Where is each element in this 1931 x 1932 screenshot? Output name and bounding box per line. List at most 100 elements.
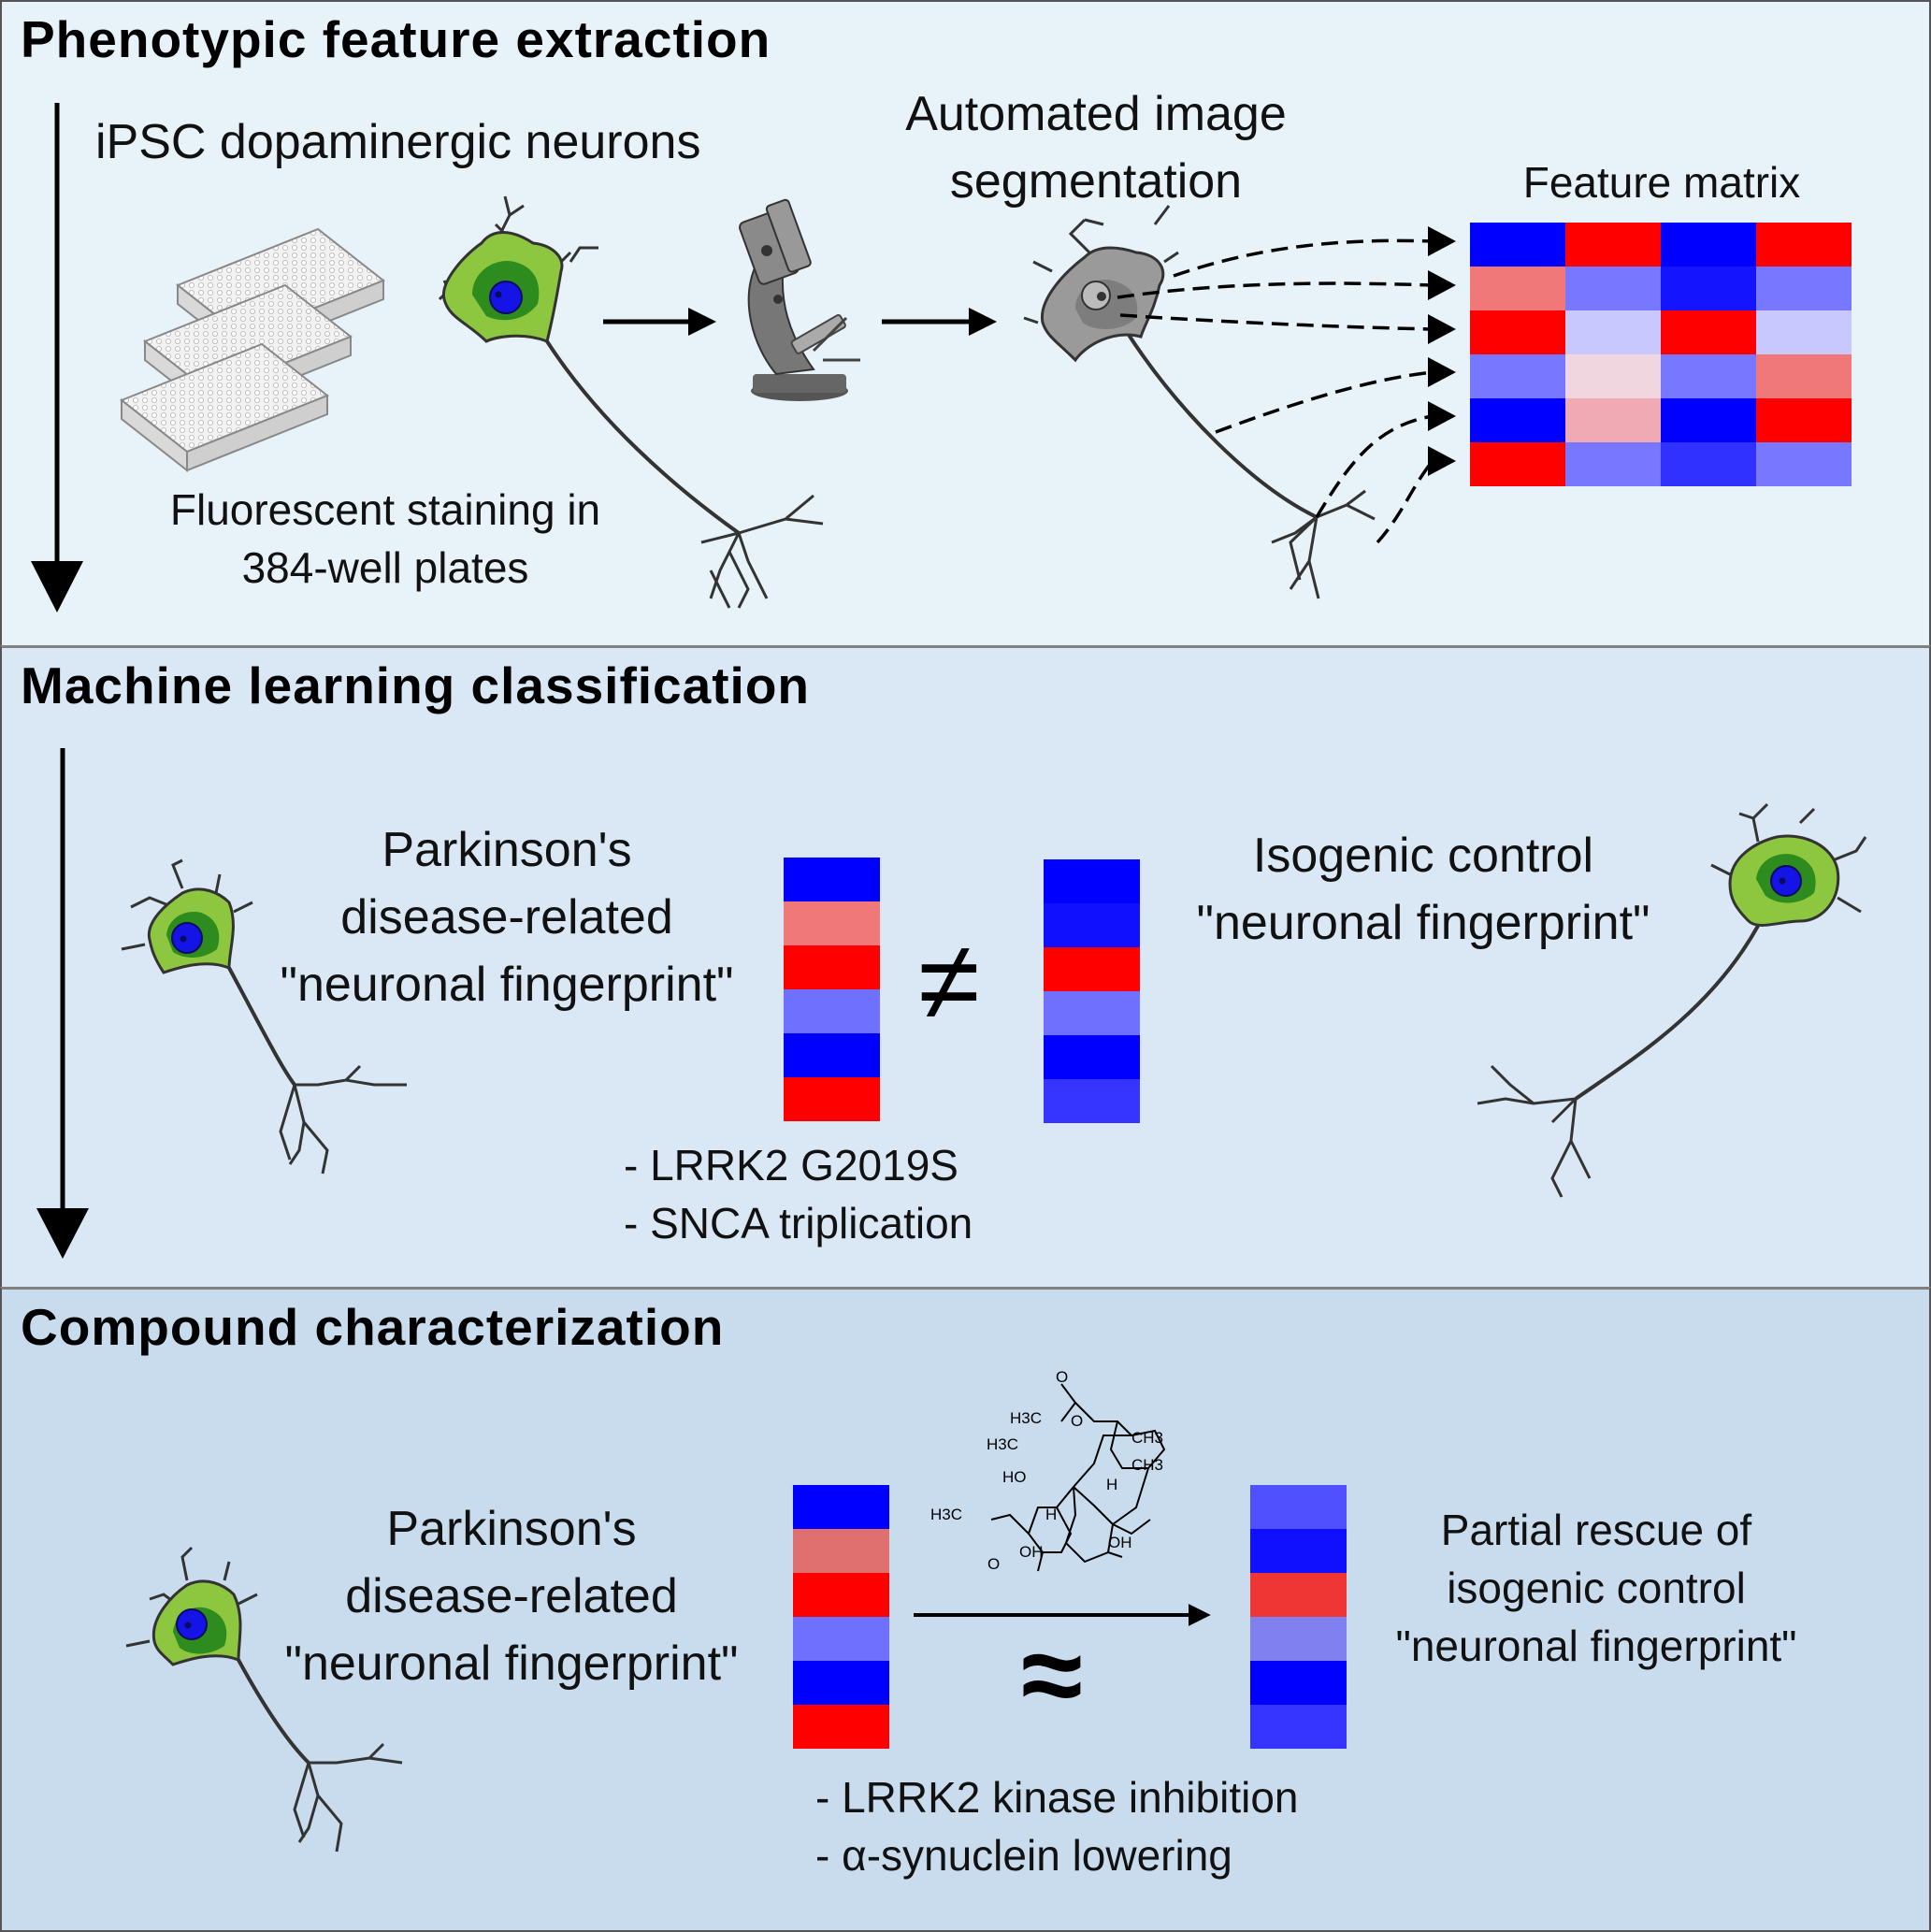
molecule-icon bbox=[990, 1383, 1166, 1572]
plate-icon bbox=[120, 227, 385, 473]
segmentation-label-line2: segmentation bbox=[949, 154, 1243, 209]
svg-text:H: H bbox=[1045, 1506, 1057, 1523]
neuron-icon bbox=[1023, 205, 1376, 599]
svg-text:H3C: H3C bbox=[1010, 1409, 1042, 1427]
feature-matrix-cell bbox=[1470, 267, 1565, 310]
panel-title: Machine learning classification bbox=[21, 656, 811, 714]
svg-text:H3C: H3C bbox=[987, 1435, 1018, 1453]
feature-matrix-cell bbox=[1756, 310, 1852, 354]
feature-matrix-cell bbox=[1661, 354, 1756, 398]
feature-matrix-cell bbox=[1756, 223, 1852, 267]
feature-matrix-cell bbox=[1565, 442, 1661, 486]
panel-title: Phenotypic feature extraction bbox=[21, 10, 771, 68]
fingerprint-cell bbox=[1250, 1573, 1347, 1617]
panel-title: Compound characterization bbox=[21, 1298, 725, 1356]
pd-fingerprint-column bbox=[793, 1485, 889, 1749]
pd-label-line1: Parkinson's bbox=[382, 823, 632, 877]
rescue-label-line2: isogenic control bbox=[1447, 1564, 1746, 1612]
fingerprint-cell bbox=[1250, 1485, 1347, 1529]
fingerprint-cell bbox=[1250, 1529, 1347, 1573]
fingerprint-cell bbox=[1044, 1035, 1140, 1079]
molecule-labels: O H3C O H3C CH3 CH3 HO H H3C H O OH OH bbox=[930, 1368, 1163, 1573]
feature-matrix-cell bbox=[1565, 354, 1661, 398]
fingerprint-cell bbox=[784, 1033, 880, 1077]
svg-text:HO: HO bbox=[1002, 1468, 1027, 1486]
pd-label-line3: "neuronal fingerprint" bbox=[280, 958, 734, 1012]
feature-matrix-cell bbox=[1565, 223, 1661, 267]
neuron-icon bbox=[1477, 802, 1867, 1198]
staining-label-line2: 384-well plates bbox=[241, 543, 529, 592]
svg-text:H3C: H3C bbox=[930, 1506, 962, 1523]
feature-matrix-cell bbox=[1565, 398, 1661, 442]
feature-matrix-cell bbox=[1661, 223, 1756, 267]
control-label-line1: Isogenic control bbox=[1252, 829, 1594, 883]
feature-matrix-cell bbox=[1661, 267, 1756, 310]
fingerprint-cell bbox=[793, 1661, 889, 1705]
feature-matrix-cell bbox=[1756, 442, 1852, 486]
fingerprint-cell bbox=[784, 858, 880, 901]
svg-text:OH: OH bbox=[1108, 1534, 1132, 1551]
fingerprint-cell bbox=[1044, 991, 1140, 1035]
feature-matrix bbox=[1470, 223, 1852, 486]
effect-synuclein-lowering: - α-synuclein lowering bbox=[815, 1831, 1232, 1880]
rescue-label-line1: Partial rescue of bbox=[1440, 1506, 1752, 1554]
feature-matrix-cell bbox=[1756, 267, 1852, 310]
pd-label-line2: disease-related bbox=[345, 1569, 678, 1623]
neurons-label: iPSC dopaminergic neurons bbox=[95, 115, 701, 169]
fingerprint-cell bbox=[1044, 903, 1140, 947]
feature-matrix-cell bbox=[1470, 310, 1565, 354]
feature-matrix-cell bbox=[1470, 398, 1565, 442]
fingerprint-cell bbox=[1044, 1079, 1140, 1123]
fingerprint-cell bbox=[784, 989, 880, 1033]
svg-text:OH: OH bbox=[1019, 1543, 1044, 1561]
fingerprint-cell bbox=[793, 1573, 889, 1617]
panel-compound: Compound characterization Parkinson's di… bbox=[0, 1287, 1931, 1932]
svg-text:O: O bbox=[1056, 1368, 1068, 1386]
rescue-label-line3: "neuronal fingerprint" bbox=[1395, 1622, 1797, 1670]
approx-sign: ≈ bbox=[1021, 1612, 1083, 1737]
flow-arrow-icon bbox=[31, 103, 83, 613]
feature-matrix-cell bbox=[1756, 354, 1852, 398]
microscope-icon bbox=[739, 198, 860, 401]
fingerprint-cell bbox=[1250, 1661, 1347, 1705]
fingerprint-cell bbox=[793, 1705, 889, 1749]
feature-matrix-cell bbox=[1470, 442, 1565, 486]
neuron-icon bbox=[121, 858, 407, 1175]
feature-matrix-cell bbox=[1661, 398, 1756, 442]
mutation-lrrk2: - LRRK2 G2019S bbox=[624, 1141, 958, 1189]
fingerprint-cell bbox=[784, 1077, 880, 1121]
feature-matrix-label: Feature matrix bbox=[1522, 158, 1801, 207]
svg-text:CH3: CH3 bbox=[1131, 1429, 1163, 1447]
neuron-icon bbox=[438, 195, 824, 609]
feature-matrix-cell bbox=[1661, 442, 1756, 486]
staining-label-line1: Fluorescent staining in bbox=[169, 485, 601, 534]
neuron-icon bbox=[125, 1546, 403, 1853]
feature-matrix-cell bbox=[1661, 310, 1756, 354]
feature-matrix-cell bbox=[1470, 223, 1565, 267]
pd-label-line2: disease-related bbox=[340, 890, 673, 944]
svg-text:O: O bbox=[987, 1555, 1000, 1573]
mutation-snca: - SNCA triplication bbox=[624, 1199, 973, 1247]
panel-classification: Machine learning classification Parkinso… bbox=[0, 645, 1931, 1290]
svg-text:CH3: CH3 bbox=[1131, 1456, 1163, 1474]
fingerprint-cell bbox=[784, 901, 880, 945]
arrowheads bbox=[1428, 226, 1456, 476]
feature-matrix-cell bbox=[1565, 310, 1661, 354]
fingerprint-cell bbox=[1044, 947, 1140, 991]
fingerprint-cell bbox=[1044, 859, 1140, 903]
fingerprint-cell bbox=[1250, 1705, 1347, 1749]
fingerprint-cell bbox=[793, 1485, 889, 1529]
feature-matrix-cell bbox=[1470, 354, 1565, 398]
control-label-line2: "neuronal fingerprint" bbox=[1196, 896, 1650, 950]
rescue-fingerprint-column bbox=[1250, 1485, 1347, 1749]
control-fingerprint-column bbox=[1044, 859, 1140, 1123]
svg-text:O: O bbox=[1071, 1412, 1083, 1430]
pd-label-line1: Parkinson's bbox=[386, 1502, 637, 1556]
effect-kinase-inhibition: - LRRK2 kinase inhibition bbox=[815, 1773, 1299, 1822]
feature-arrows bbox=[1117, 238, 1434, 544]
segmentation-label-line1: Automated image bbox=[905, 87, 1287, 141]
svg-text:H: H bbox=[1106, 1476, 1117, 1493]
fingerprint-cell bbox=[793, 1617, 889, 1661]
pd-label-line3: "neuronal fingerprint" bbox=[284, 1636, 739, 1691]
